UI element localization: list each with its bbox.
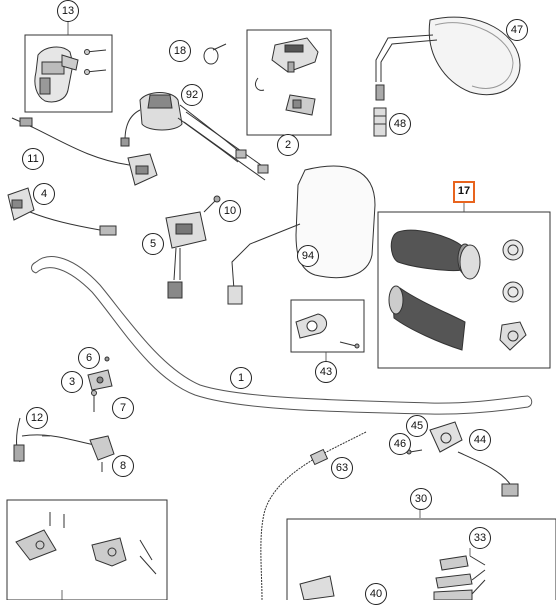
callout-1: 1 [230, 367, 252, 389]
callout-43: 43 [315, 361, 337, 383]
grip-rings [499, 239, 527, 351]
switch-5 [165, 195, 221, 299]
mirror-47 [375, 16, 521, 96]
callout-4: 4 [33, 183, 55, 205]
cable-tie-18 [203, 43, 227, 65]
screws-13 [84, 49, 107, 75]
clutch-parts [15, 512, 157, 575]
callout-6: 6 [78, 347, 100, 369]
callout-3-label: 3 [61, 371, 83, 393]
callout-7: 7 [112, 397, 134, 419]
group-frame-43 [290, 299, 365, 353]
throttle-assembly-92 [120, 92, 269, 181]
callout-17-highlighted[interactable]: 17 [453, 181, 475, 203]
switch-44 [406, 421, 519, 497]
callout-44: 44 [469, 429, 491, 451]
callout-40: 40 [365, 583, 387, 605]
handlebar [31, 256, 533, 415]
callout-30: 30 [410, 488, 432, 510]
callout-12: 12 [26, 407, 48, 429]
callout-13: 13 [57, 0, 79, 22]
callout-10: 10 [219, 200, 241, 222]
switch-housing-13 [34, 46, 79, 103]
group-frame-30 [286, 518, 556, 600]
callout-18: 18 [169, 40, 191, 62]
cable-harness-11 [11, 117, 158, 186]
switch-12 [13, 417, 115, 472]
leader-lines [42, 20, 471, 600]
callout-5: 5 [142, 233, 164, 255]
lever-parts-30 [299, 555, 486, 600]
callout-8: 8 [112, 455, 134, 477]
group-frame-left-lower [6, 499, 168, 600]
mirror-94 [227, 165, 376, 305]
callout-63: 63 [331, 457, 353, 479]
clamp-3 [87, 356, 113, 412]
group-frame-13 [24, 34, 113, 113]
grip-upper [390, 229, 481, 280]
mirror-adapter-48 [373, 84, 387, 137]
callout-33: 33 [469, 527, 491, 549]
switch-cover-2 [255, 37, 319, 116]
callout-11: 11 [22, 148, 44, 170]
callout-46: 46 [389, 433, 411, 455]
switch-4 [7, 187, 117, 236]
grip-lower [388, 285, 466, 351]
cable-63 [260, 431, 367, 600]
callout-2: 2 [277, 134, 299, 156]
clamp-43 [295, 313, 360, 349]
callout-94: 94 [297, 245, 319, 267]
callout-45: 45 [406, 415, 428, 437]
callout-48: 48 [389, 113, 411, 135]
callout-92: 92 [181, 84, 203, 106]
callout-47: 47 [506, 19, 528, 41]
